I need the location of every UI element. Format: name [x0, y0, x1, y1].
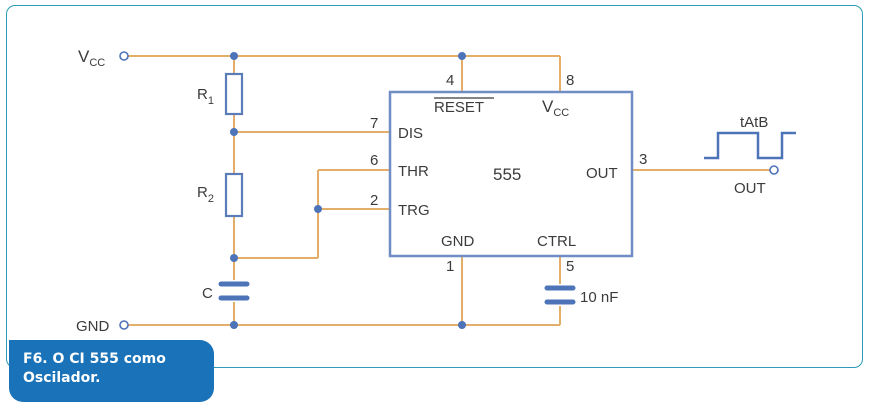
pin-number-1: 1 [446, 258, 454, 275]
out-label: OUT [734, 180, 766, 197]
ic-555-body [388, 90, 634, 258]
pin-number-8: 8 [566, 72, 574, 89]
out-terminal [769, 165, 779, 175]
r2-label: R2 [197, 184, 214, 205]
pin-number-6: 6 [370, 152, 378, 169]
r1-label: R1 [197, 86, 214, 107]
pin-number-4: 4 [446, 72, 454, 89]
waveform-label: tAtB [740, 114, 768, 131]
ctrl-cap-label: 10 nF [580, 289, 618, 306]
figure-caption: F6. O CI 555 como Oscilador. [9, 340, 214, 402]
pin-number-2: 2 [370, 192, 378, 209]
resistor-r2 [224, 172, 244, 218]
junctions [230, 52, 466, 329]
vcc-terminal [119, 51, 129, 61]
pin-dis-label: DIS [398, 125, 423, 142]
pin-out-label: OUT [586, 165, 618, 182]
pin-number-3: 3 [639, 151, 647, 168]
diagram-frame [6, 5, 863, 368]
gnd-label: GND [76, 318, 110, 335]
pin-trg-label: TRG [398, 202, 430, 219]
pin-ctrl-label: CTRL [537, 233, 576, 250]
capacitor-c [218, 281, 250, 301]
resistor-r1 [224, 72, 244, 116]
pin-number-7: 7 [370, 115, 378, 132]
pin-thr-label: THR [398, 163, 429, 180]
square-wave-icon [704, 131, 796, 160]
vcc-label: VCC [78, 47, 105, 69]
c-label: C [202, 285, 213, 302]
pin-gnd-label: GND [441, 233, 475, 250]
pin-vcc-label: VCC [542, 97, 569, 119]
caption-line-1: F6. O CI 555 como [23, 351, 166, 367]
wires [128, 55, 770, 326]
gnd-terminal [119, 320, 129, 330]
capacitor-ctrl [544, 285, 576, 305]
ic-name: 555 [493, 165, 521, 184]
caption-line-2: Oscilador. [23, 370, 101, 386]
pin-number-5: 5 [566, 258, 574, 275]
pin-reset-label: RESET [434, 99, 484, 116]
